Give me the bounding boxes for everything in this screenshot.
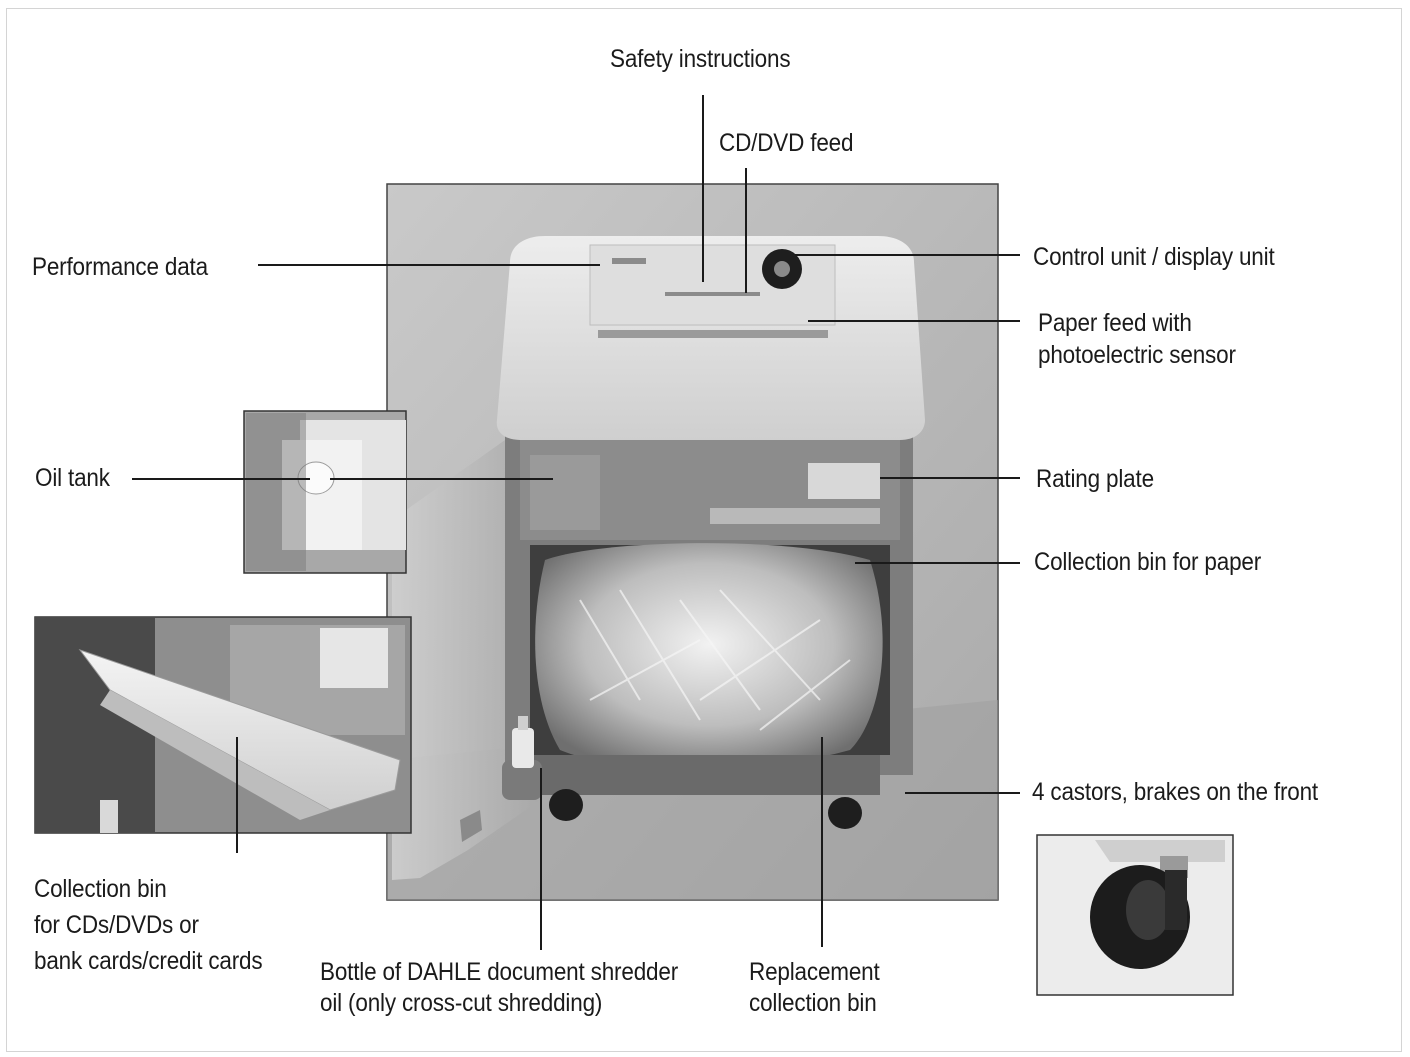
label-collection-bin-paper: Collection bin for paper [1034, 548, 1262, 576]
label-bottle-line1: Bottle of DAHLE document shredder [320, 958, 679, 986]
oil-tank-inset-photo [243, 410, 407, 574]
label-collection-bin-cd-line2: for CDs/DVDs or [34, 911, 199, 939]
label-collection-bin-cd-line1: Collection bin [34, 875, 167, 903]
label-control-unit: Control unit / display unit [1033, 243, 1275, 271]
main-shredder-photo [386, 183, 999, 901]
label-safety-instructions: Safety instructions [610, 45, 791, 73]
figure-frame [6, 8, 1402, 1052]
label-rating-plate: Rating plate [1036, 465, 1154, 493]
label-bottle-line2: oil (only cross-cut shredding) [320, 989, 603, 1017]
castor-inset-photo [1036, 834, 1234, 996]
label-paper-feed-line1: Paper feed with [1038, 309, 1192, 337]
label-oil-tank: Oil tank [35, 464, 110, 492]
leader-lines [132, 95, 1020, 950]
label-cd-dvd-feed: CD/DVD feed [719, 129, 854, 157]
label-replacement-line2: collection bin [749, 989, 877, 1017]
label-replacement-bin: Replacement collection bin [749, 957, 880, 1019]
label-paper-feed: Paper feed with photoelectric sensor [1038, 307, 1236, 371]
label-collection-bin-cd-line3: bank cards/credit cards [34, 947, 263, 975]
label-collection-bin-cd: Collection bin for CDs/DVDs or bank card… [34, 871, 263, 979]
label-bottle-oil: Bottle of DAHLE document shredder oil (o… [320, 957, 678, 1019]
label-castors: 4 castors, brakes on the front [1032, 778, 1319, 806]
label-replacement-line1: Replacement [749, 958, 880, 986]
label-performance-data: Performance data [32, 253, 208, 281]
label-paper-feed-line2: photoelectric sensor [1038, 341, 1236, 369]
cd-collection-bin-inset-photo [34, 616, 412, 834]
